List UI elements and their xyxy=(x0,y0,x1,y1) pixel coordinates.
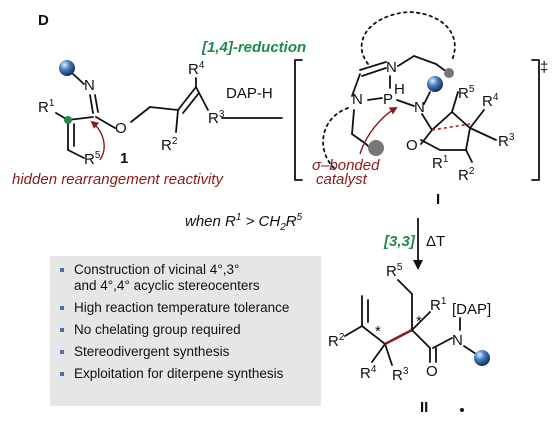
product-2: R2 R4 R3 * R5 R1 * O N [DAP] II xyxy=(328,262,491,416)
r2-label: R2 xyxy=(161,136,178,154)
feature-line: Exploitation for diterpene synthesis xyxy=(74,366,284,381)
stereocenter-star-1: * xyxy=(375,323,381,340)
product-label: II xyxy=(420,399,428,416)
ts-n-left: N xyxy=(352,91,363,108)
imine-n: N xyxy=(84,77,95,94)
ts-r2: R2 xyxy=(458,166,475,184)
feature-item: No chelating group required xyxy=(58,322,321,338)
ts-p: P xyxy=(383,91,393,108)
r1-label: R1 xyxy=(38,98,55,116)
prod-n: N xyxy=(452,332,463,349)
r4-label: R4 xyxy=(188,60,205,78)
ts-marker: ‡ xyxy=(540,59,548,76)
prod-r5: R5 xyxy=(386,262,403,280)
prod-r4: R4 xyxy=(360,364,377,382)
ts-o: O xyxy=(406,137,418,154)
compound-1-label: 1 xyxy=(120,150,128,167)
dap-label: [DAP] xyxy=(452,301,491,318)
r5-label: R5 xyxy=(84,150,101,168)
feature-line-2: and 4°,4° acyclic stereocenters xyxy=(74,278,260,293)
condition-label: when R1 > CH2R5 xyxy=(185,212,303,233)
period-mark xyxy=(460,408,464,412)
features-list: Construction of vicinal 4°,3°and 4°,4° a… xyxy=(50,256,321,382)
green-dot-icon xyxy=(64,116,72,124)
bulky-ball-icon xyxy=(368,140,384,156)
feature-line: Stereodivergent synthesis xyxy=(74,344,230,359)
sigmatropic-label: [3,3] xyxy=(383,233,416,250)
feature-line: Construction of vicinal 4°,3° xyxy=(74,262,240,277)
feature-item: Exploitation for diterpene synthesis xyxy=(58,366,321,382)
r3-label: R3 xyxy=(208,109,225,127)
ts-r1: R1 xyxy=(432,154,449,172)
methyl-ball-icon xyxy=(444,68,454,78)
transition-state: ‡ N N P H N O R1 R5 R xyxy=(294,11,548,208)
panel-label: D xyxy=(38,12,49,29)
reduction-label: [1,4]-reduction xyxy=(201,39,306,56)
reagent-label: DAP-H xyxy=(226,85,273,102)
features-panel: Construction of vicinal 4°,3°and 4°,4° a… xyxy=(50,256,321,406)
ts-r5: R5 xyxy=(458,84,475,102)
compound-1: N O R4 R3 R2 R1 R5 1 hidden rearrangemen… xyxy=(12,60,225,188)
stereocenter-star-2: * xyxy=(416,313,422,330)
prod-r1: R1 xyxy=(430,296,447,314)
ts-label: I xyxy=(436,191,440,208)
ts-r3: R3 xyxy=(498,132,515,150)
sphere-substituent-icon xyxy=(59,60,75,76)
feature-line: No chelating group required xyxy=(74,322,241,337)
feature-item: High reaction temperature tolerance xyxy=(58,300,321,316)
hidden-reactivity-label: hidden rearrangement reactivity xyxy=(12,171,224,188)
prod-o: O xyxy=(426,363,438,380)
sigma-bonded-label: σ–bonded xyxy=(312,157,380,174)
prod-r3: R3 xyxy=(392,366,409,384)
prod-r2: R2 xyxy=(328,332,345,350)
sphere-substituent-icon xyxy=(427,76,443,92)
ether-o: O xyxy=(115,120,127,137)
feature-item: Construction of vicinal 4°,3°and 4°,4° a… xyxy=(58,262,321,294)
ts-n-upper: N xyxy=(386,59,397,76)
sphere-substituent-icon xyxy=(474,350,490,366)
ts-r4: R4 xyxy=(482,92,499,110)
ts-n-amide: N xyxy=(414,99,425,116)
feature-item: Stereodivergent synthesis xyxy=(58,344,321,360)
ts-h-on-p: H xyxy=(394,81,405,98)
heat-label: ΔT xyxy=(426,233,445,250)
catalyst-label: catalyst xyxy=(316,171,368,188)
feature-line: High reaction temperature tolerance xyxy=(74,300,290,315)
